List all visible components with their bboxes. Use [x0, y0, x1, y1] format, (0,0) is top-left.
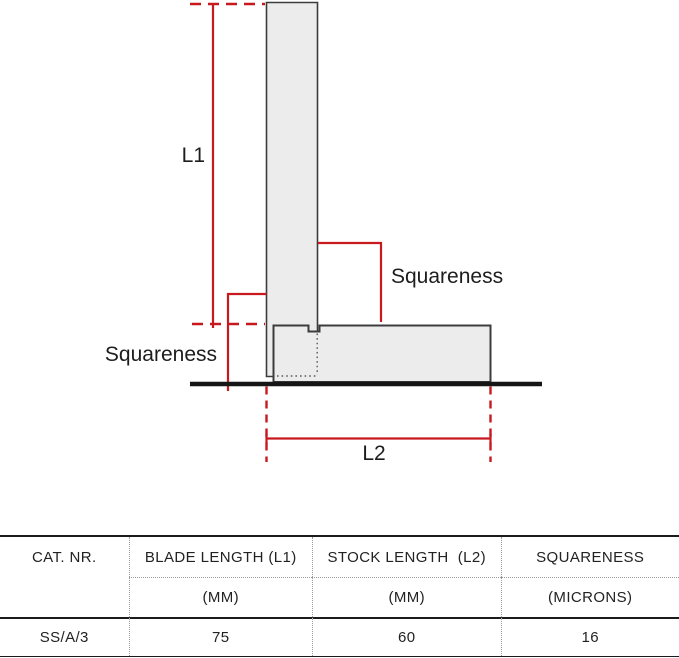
l1-label: L1 — [182, 144, 205, 167]
col-header-squareness: SQUARENESS — [500, 537, 679, 577]
col-unit-stock-length: (MM) — [312, 577, 501, 617]
col-header-blade-length: BLADE LENGTH (L1) — [128, 537, 313, 577]
col-unit-squareness: (MICRONS) — [500, 577, 679, 617]
col-header-stock-length: STOCK LENGTH (L2) — [312, 537, 501, 577]
blade-shape — [265, 1, 319, 378]
squareness-label-right: Squareness — [391, 265, 503, 288]
stock-shape — [272, 324, 492, 383]
l2-label: L2 — [362, 442, 385, 465]
squareness-callout-right — [318, 241, 383, 322]
spec-table: CAT. NR. BLADE LENGTH (L1) STOCK LENGTH … — [0, 535, 679, 657]
col-unit-cat-nr — [0, 577, 129, 617]
cell-blade-length: 75 — [128, 617, 312, 656]
cell-stock-length: 60 — [312, 617, 501, 656]
squareness-label-left: Squareness — [105, 343, 217, 366]
cell-squareness: 16 — [500, 617, 679, 656]
try-square-diagram: L1 Squareness Squareness L2 — [105, 1, 542, 465]
col-header-cat-nr: CAT. NR. — [31, 548, 97, 566]
cell-cat-nr: SS/A/3 — [0, 617, 129, 656]
col-unit-blade-length: (MM) — [128, 577, 312, 617]
squareness-callout-left — [226, 292, 267, 391]
